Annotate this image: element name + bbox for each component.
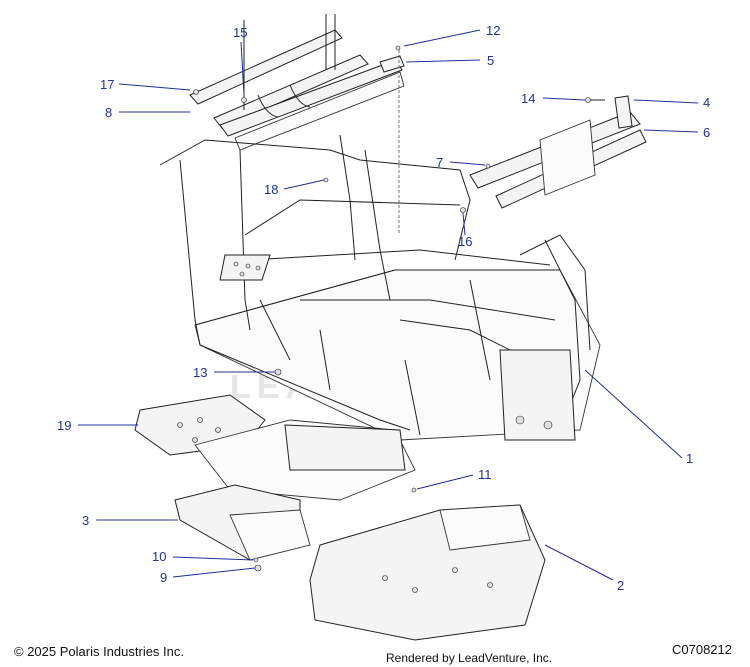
callout-1: 1 bbox=[686, 451, 693, 466]
part-cross-tube bbox=[379, 50, 405, 235]
callout-17: 17 bbox=[100, 77, 114, 92]
part-floor-panel-right bbox=[309, 504, 546, 641]
callout-10: 10 bbox=[152, 549, 166, 564]
washer-9 bbox=[254, 564, 262, 572]
part-floor-panel-left bbox=[174, 484, 311, 561]
bolt-10 bbox=[253, 557, 259, 563]
callout-16: 16 bbox=[458, 234, 472, 249]
bolt-12 bbox=[395, 45, 401, 51]
callout-3: 3 bbox=[82, 513, 89, 528]
part-main-frame bbox=[159, 134, 601, 441]
callout-9: 9 bbox=[160, 570, 167, 585]
callout-5: 5 bbox=[487, 53, 494, 68]
bolt-11 bbox=[411, 487, 417, 493]
rendered-by-credit: Rendered by LeadVenture, Inc. bbox=[386, 651, 553, 665]
callout-8: 8 bbox=[105, 105, 112, 120]
callout-2: 2 bbox=[617, 578, 624, 593]
nut-18 bbox=[323, 177, 329, 183]
callout-11: 11 bbox=[478, 467, 492, 482]
callout-18: 18 bbox=[264, 182, 278, 197]
bolt-7 bbox=[485, 163, 491, 169]
bolt-16 bbox=[460, 207, 466, 213]
figure-id: C0708212 bbox=[672, 642, 732, 657]
callout-4: 4 bbox=[703, 95, 710, 110]
callout-15: 15 bbox=[233, 25, 247, 40]
copyright-notice: © 2025 Polaris Industries Inc. bbox=[14, 644, 184, 659]
callout-13: 13 bbox=[193, 365, 207, 380]
callout-19: 19 bbox=[57, 418, 71, 433]
leader-lines bbox=[78, 29, 699, 581]
callout-12: 12 bbox=[486, 23, 500, 38]
callout-labels: 1 2 3 4 5 6 7 8 9 10 11 12 13 14 15 16 1… bbox=[57, 23, 710, 593]
part-roof-rail-left bbox=[189, 14, 405, 151]
part-roof-rail-right bbox=[469, 95, 647, 209]
callout-6: 6 bbox=[703, 125, 710, 140]
callout-14: 14 bbox=[521, 91, 535, 106]
callout-7: 7 bbox=[436, 155, 443, 170]
nut-13 bbox=[274, 368, 282, 376]
hardware bbox=[253, 45, 491, 572]
